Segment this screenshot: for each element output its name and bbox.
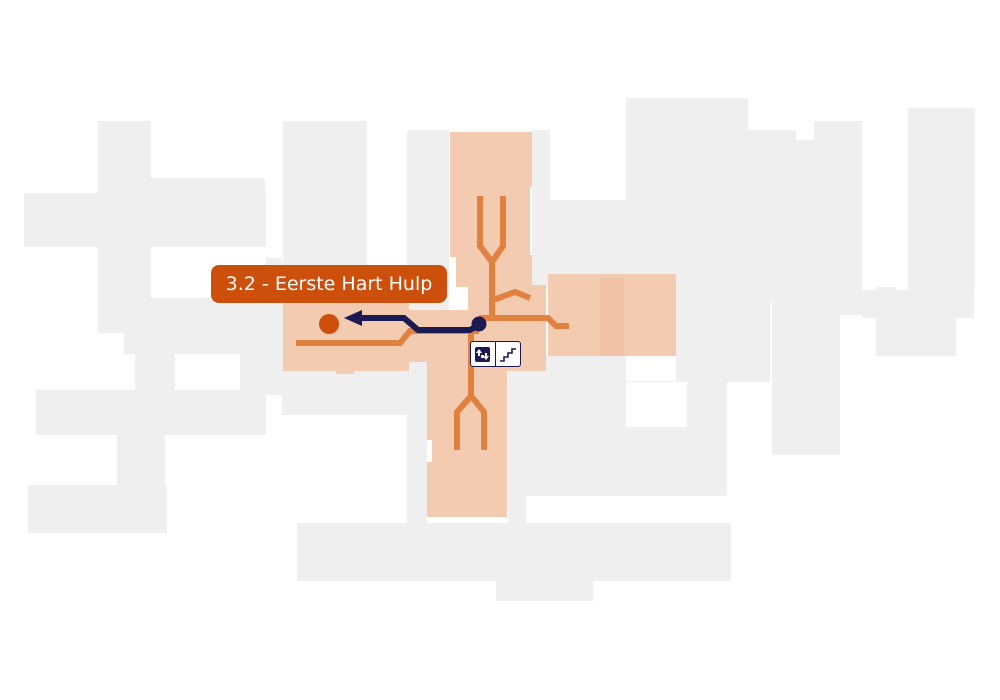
icon-divider xyxy=(494,342,497,366)
building-block xyxy=(407,356,427,526)
area-block xyxy=(600,278,624,356)
building-block xyxy=(117,430,165,485)
area-block xyxy=(450,132,532,187)
building-block xyxy=(796,140,814,315)
corridor-line xyxy=(477,196,495,318)
building-block xyxy=(772,300,840,455)
navigation-route xyxy=(344,310,487,333)
building-block xyxy=(748,130,796,302)
building-block xyxy=(240,350,285,395)
area-block xyxy=(432,438,507,463)
floor-transfer-icons[interactable] xyxy=(470,341,521,367)
destination-label-text: 3.2 - Eerste Hart Hulp xyxy=(225,273,433,295)
corridor-line xyxy=(489,196,506,264)
area-block xyxy=(450,187,530,257)
corridor-line xyxy=(491,288,532,303)
area-block xyxy=(283,291,409,371)
area-block xyxy=(409,310,469,362)
building-block xyxy=(36,390,266,435)
building-block xyxy=(876,318,956,356)
building-block xyxy=(135,350,175,395)
elevator-icon xyxy=(471,342,495,366)
building-block xyxy=(908,108,975,290)
building-block xyxy=(814,121,862,315)
building-footprint xyxy=(24,98,975,601)
area-block xyxy=(427,462,507,517)
destination-label[interactable]: 3.2 - Eerste Hart Hulp xyxy=(211,265,447,303)
building-block xyxy=(548,200,638,278)
you-are-here-icon xyxy=(471,316,487,332)
area-block xyxy=(336,366,354,374)
building-block xyxy=(124,298,284,354)
building-block xyxy=(150,178,265,196)
building-block xyxy=(508,356,526,526)
destination-dot-icon[interactable] xyxy=(319,314,339,334)
building-block xyxy=(297,523,731,581)
courtyard xyxy=(626,382,687,427)
corridor-line xyxy=(468,394,487,450)
highlighted-area xyxy=(283,132,676,517)
building-block xyxy=(626,98,748,274)
building-block xyxy=(28,485,167,533)
arrow-left-icon xyxy=(344,310,362,326)
building-block xyxy=(496,578,593,601)
building-block xyxy=(876,287,896,303)
corridor-line xyxy=(479,315,569,329)
building-block xyxy=(283,121,367,273)
building-block xyxy=(532,130,550,290)
building-block xyxy=(687,382,727,494)
stairs-icon xyxy=(496,342,520,366)
building-block xyxy=(24,193,266,247)
